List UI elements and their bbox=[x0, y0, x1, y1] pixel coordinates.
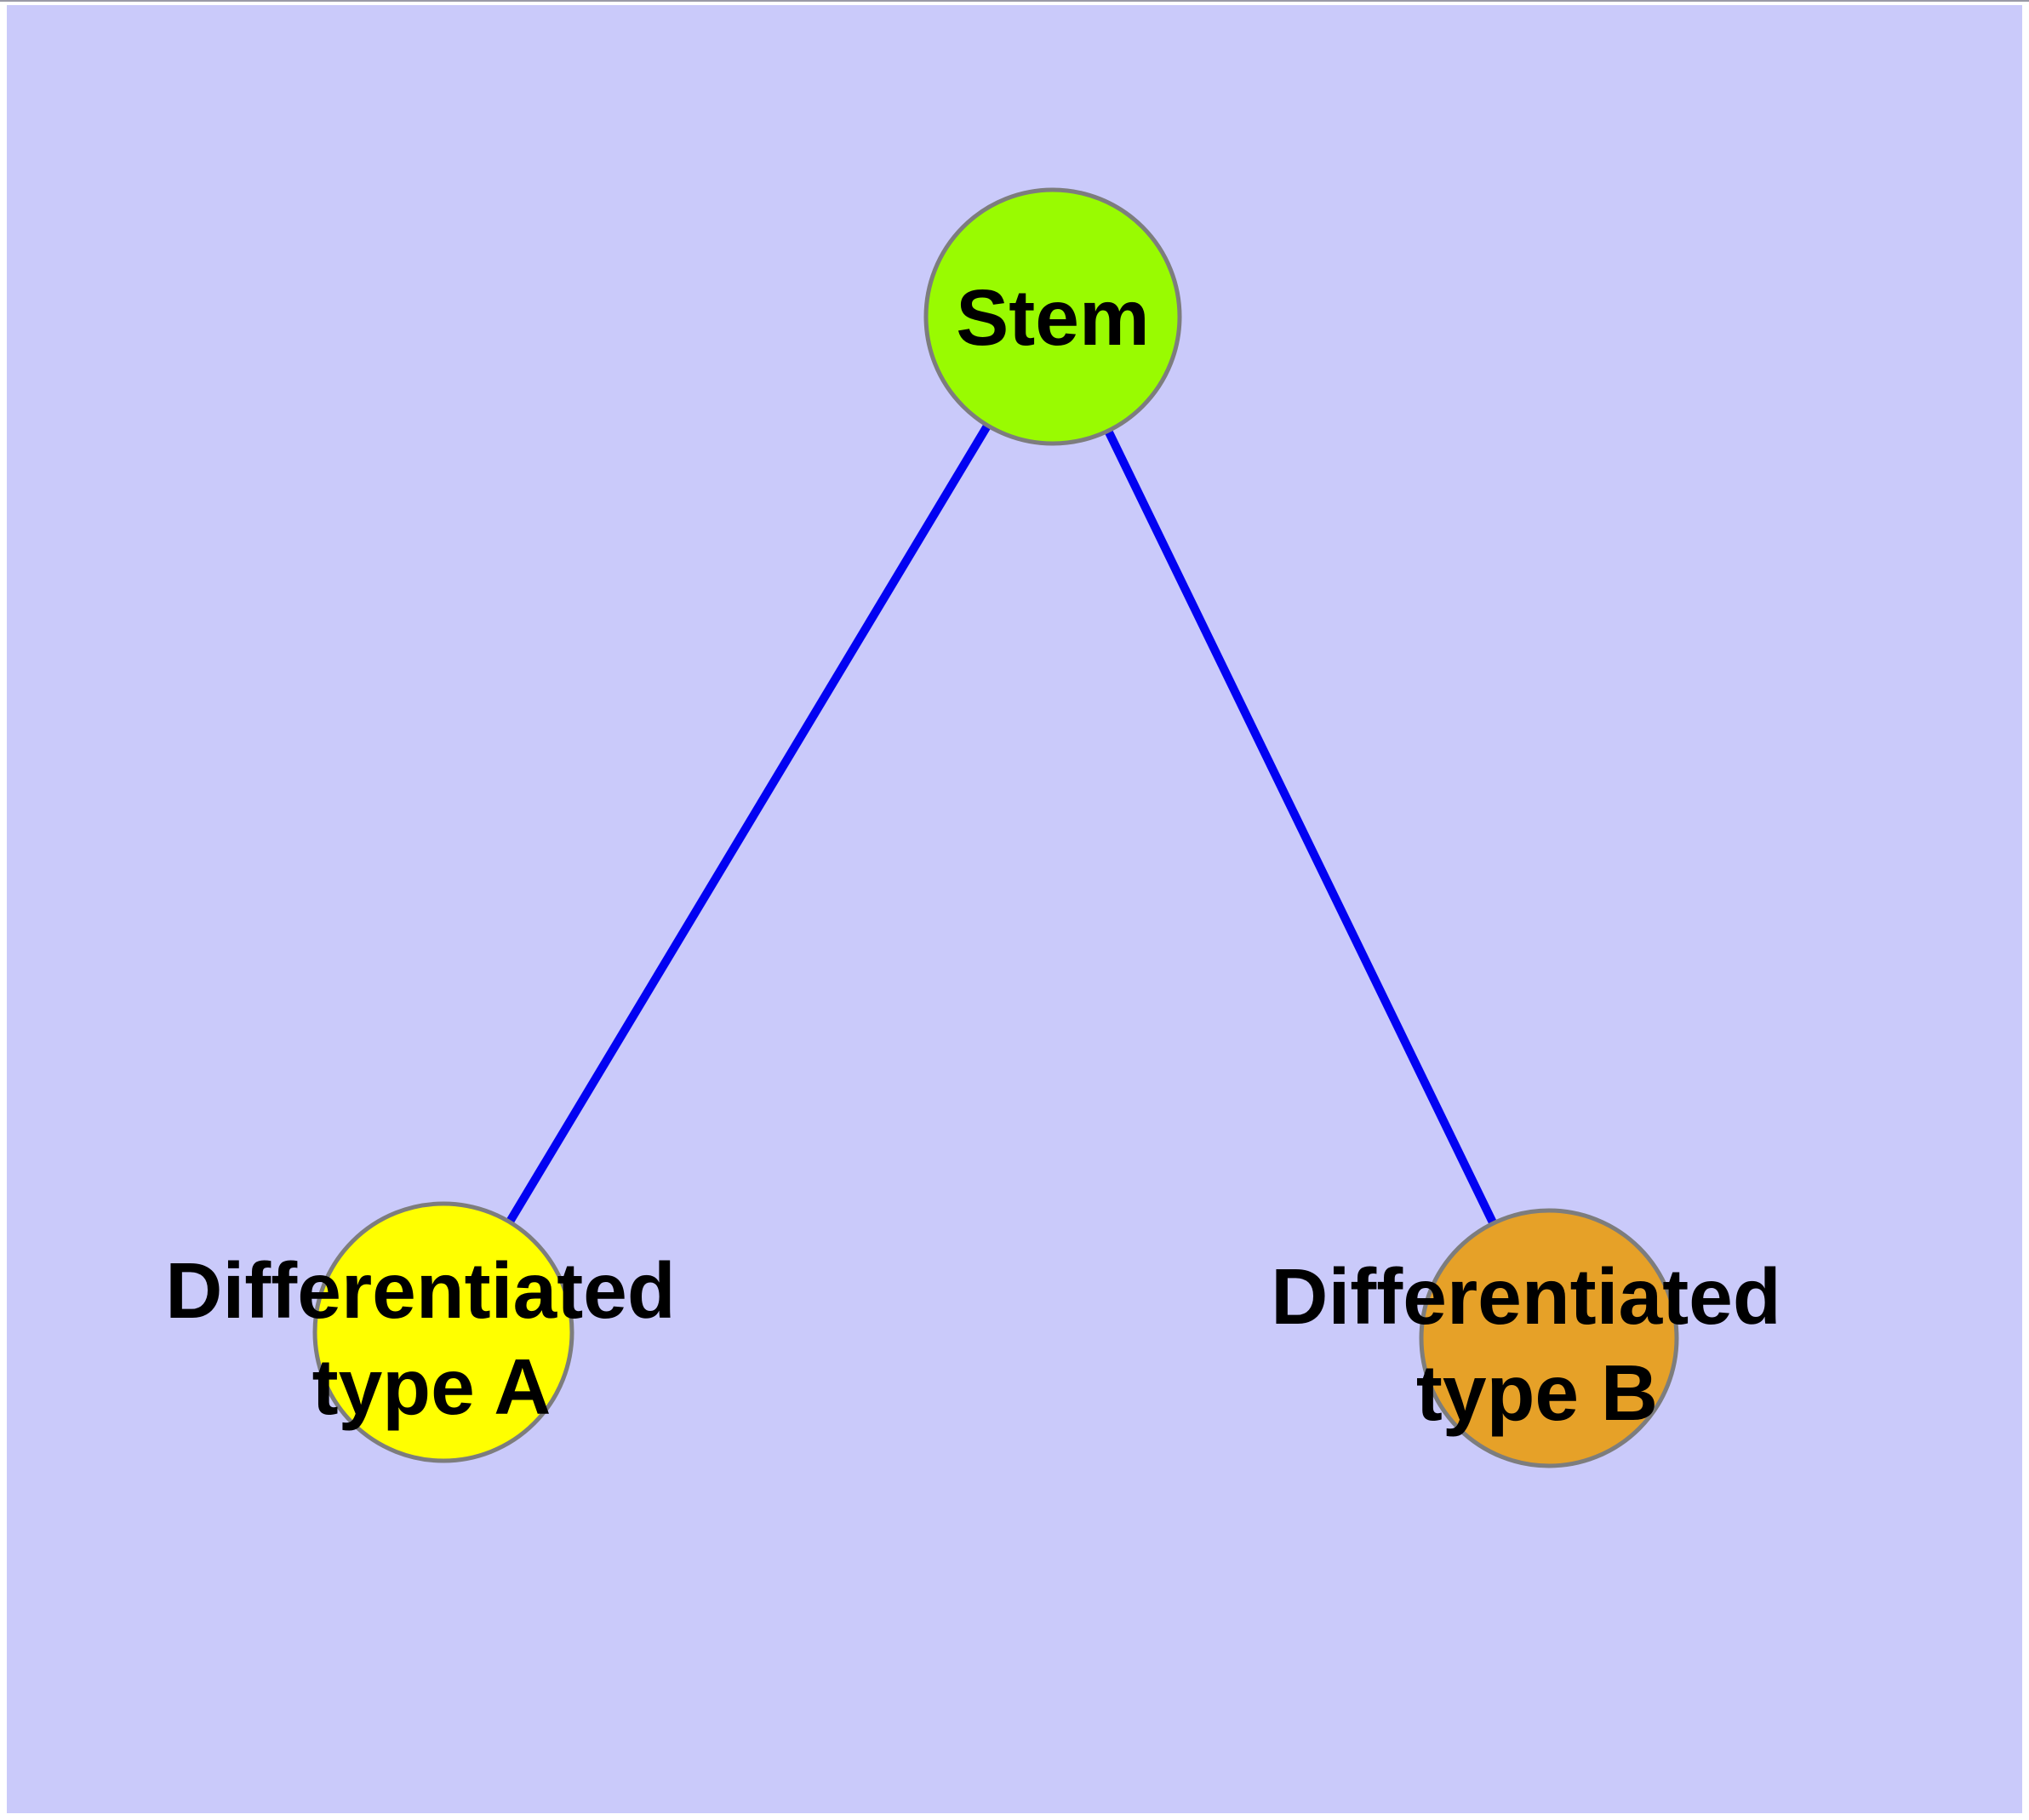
node-type-b-label-line2: type B bbox=[1416, 1348, 1658, 1437]
node-differentiated-type-b bbox=[1419, 1208, 1679, 1468]
node-differentiated-type-a bbox=[312, 1201, 574, 1463]
node-stem-label: Stem bbox=[956, 273, 1149, 362]
node-type-b-label-line1: Differentiated bbox=[1271, 1252, 1780, 1341]
edge-stem-to-type-b bbox=[1049, 314, 1553, 1341]
node-stem bbox=[923, 187, 1182, 446]
top-hairline bbox=[0, 0, 2029, 2]
edge-stem-to-type-a bbox=[439, 314, 1057, 1335]
node-type-a-label-line2: type A bbox=[312, 1342, 552, 1431]
node-type-a-label-line1: Differentiated bbox=[165, 1246, 675, 1335]
